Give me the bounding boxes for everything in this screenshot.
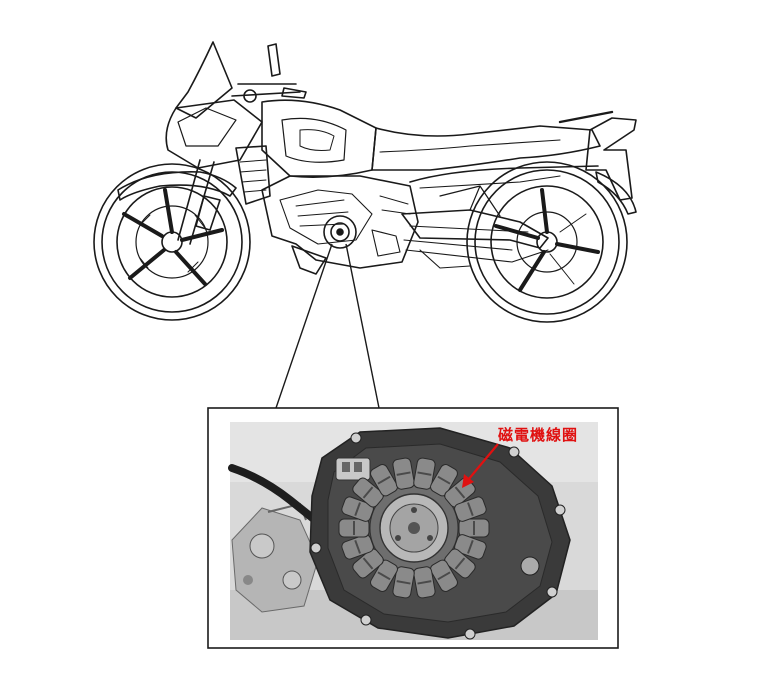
wire-connector	[335, 457, 371, 481]
coil-band	[354, 502, 361, 517]
coil-band	[467, 539, 474, 554]
tail-section	[409, 110, 637, 201]
coil-band	[377, 571, 391, 581]
coil-band	[454, 486, 466, 499]
seat	[371, 125, 601, 171]
coil-band	[417, 580, 432, 585]
fairing	[165, 41, 271, 205]
fuel-tank	[261, 99, 377, 178]
coil-band	[437, 475, 451, 485]
coil-band	[467, 502, 474, 517]
motorcycle-line-drawing	[93, 41, 637, 323]
coil-band	[377, 475, 391, 485]
stator-coil-label: 磁電機線圈	[498, 426, 579, 444]
coil-band	[417, 471, 432, 476]
handlebars	[231, 43, 307, 103]
coil-band	[454, 557, 466, 570]
rear-wheel	[466, 161, 628, 323]
coil-band	[362, 486, 374, 499]
engine-block	[261, 175, 419, 275]
stator-photo-inset	[207, 407, 619, 649]
coil-band	[354, 539, 361, 554]
coil-band	[396, 580, 411, 585]
front-wheel	[93, 163, 251, 321]
crankcase-casting	[231, 502, 319, 613]
coil-band	[396, 471, 411, 476]
callout-arrow	[462, 443, 499, 488]
front-fork	[117, 159, 237, 245]
coil-band	[437, 571, 451, 581]
coil-band	[362, 557, 374, 570]
rotor-hub	[379, 493, 449, 563]
leader-lines	[275, 243, 380, 409]
swingarm	[401, 185, 549, 269]
